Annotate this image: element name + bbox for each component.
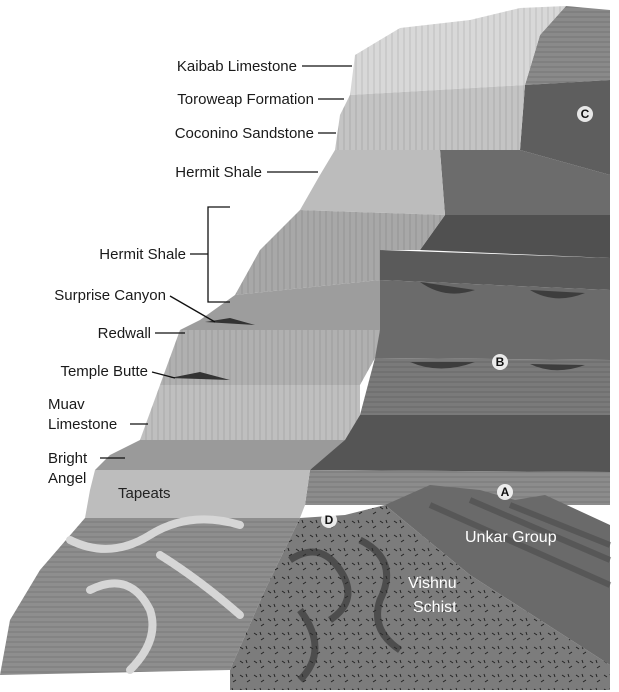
marker-a: A [497, 484, 513, 500]
marker-b: B [492, 354, 508, 370]
svg-text:B: B [496, 355, 505, 369]
label-bright-angel-line1: Bright [48, 450, 88, 467]
label-unkar-group: Unkar Group [465, 529, 557, 546]
label-temple-butte: Temple Butte [60, 363, 148, 380]
layer-coconino [300, 150, 445, 215]
svg-text:D: D [325, 513, 334, 527]
layer-right-5 [375, 280, 610, 360]
label-bright-angel-line2: Angel [48, 470, 86, 487]
marker-d: D [321, 512, 337, 528]
svg-text:C: C [581, 107, 590, 121]
label-vishnu-line2: Schist [413, 599, 457, 616]
label-toroweap-formation: Toroweap Formation [177, 91, 314, 108]
label-hermit-shale-lower: Hermit Shale [99, 246, 186, 263]
marker-c: C [577, 106, 593, 122]
label-surprise-canyon: Surprise Canyon [54, 287, 166, 304]
label-tapeats: Tapeats [118, 485, 171, 502]
layer-right-3 [420, 215, 610, 258]
svg-text:A: A [501, 485, 510, 499]
label-muav-line2: Limestone [48, 416, 117, 433]
label-muav-line1: Muav [48, 396, 85, 413]
label-hermit-shale-upper: Hermit Shale [175, 164, 262, 181]
label-kaibab-limestone: Kaibab Limestone [177, 58, 297, 75]
layer-right-7 [310, 415, 610, 472]
label-coconino-sandstone: Coconino Sandstone [175, 125, 314, 142]
label-vishnu-line1: Vishnu [408, 575, 457, 592]
layer-bright-angel [95, 440, 345, 470]
label-redwall: Redwall [98, 325, 151, 342]
